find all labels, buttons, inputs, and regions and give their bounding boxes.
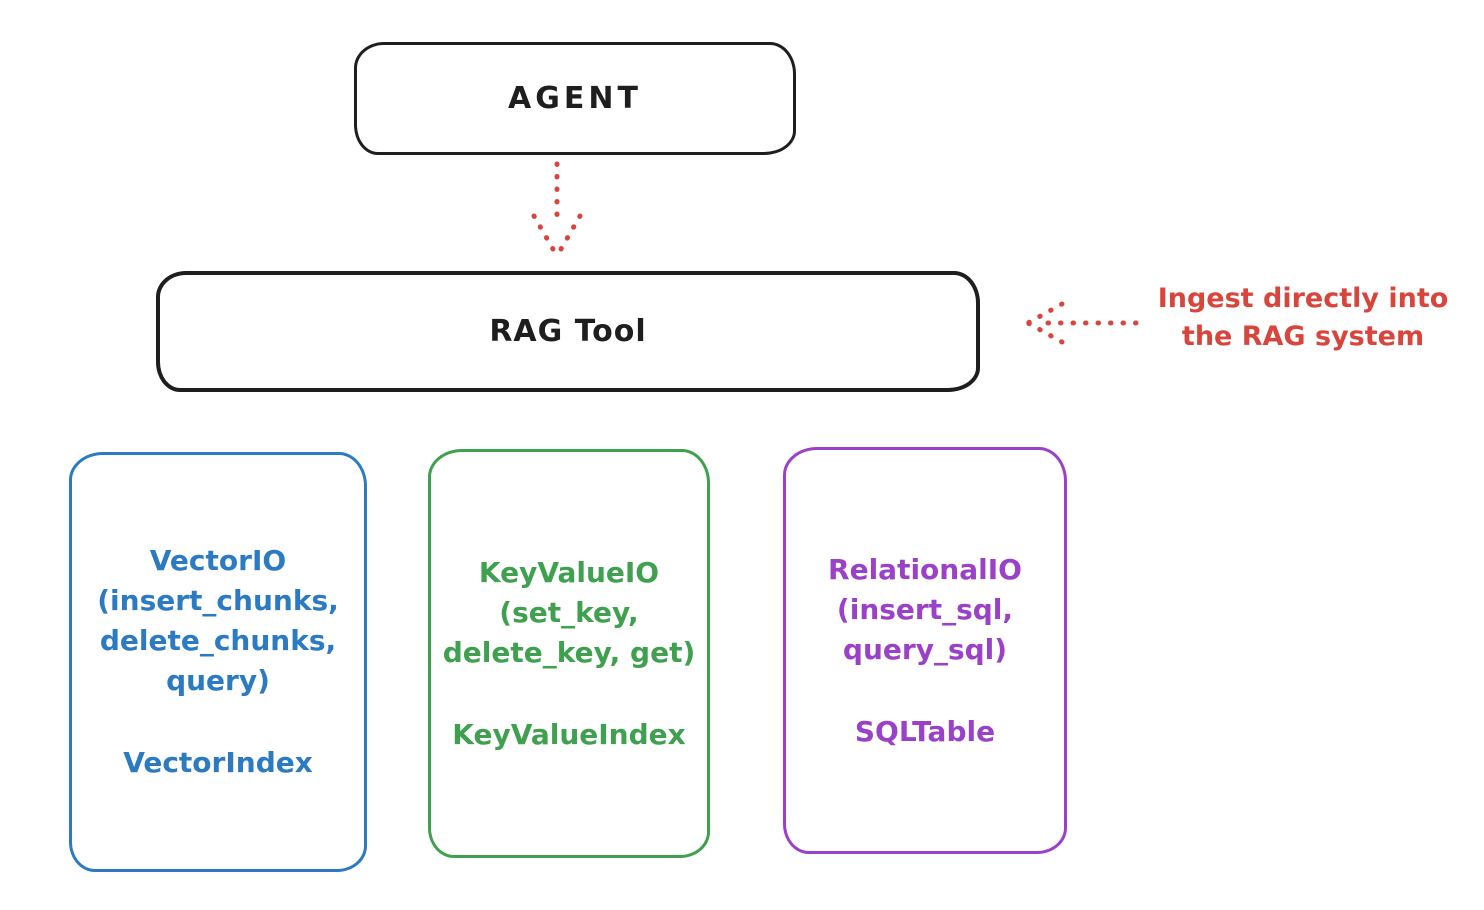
relational-io-box: RelationalIO (insert_sql, query_sql) SQL… [783, 447, 1067, 854]
ingest-annotation-text: Ingest directly into the RAG system [1157, 283, 1449, 352]
keyvalue-io-index-label: KeyValueIndex [452, 717, 686, 751]
agent-box-label: AGENT [508, 81, 642, 116]
agent-to-ragtool-arrow [531, 161, 583, 259]
rag-tool-box-label: RAG Tool [489, 314, 647, 349]
relational-io-methods: RelationalIO (insert_sql, query_sql) [828, 552, 1022, 666]
ingest-annotation-arrow [1025, 301, 1139, 345]
agent-box: AGENT [354, 42, 796, 155]
vector-io-index-label: VectorIndex [123, 746, 313, 779]
keyvalue-io-methods: KeyValueIO (set_key, delete_key, get) [442, 555, 696, 669]
vector-io-methods: VectorIO (insert_chunks, delete_chunks, … [97, 544, 339, 697]
keyvalue-io-box: KeyValueIO (set_key, delete_key, get) Ke… [428, 449, 710, 858]
relational-io-index-label: SQLTable [854, 714, 996, 748]
rag-tool-box: RAG Tool [156, 271, 980, 392]
vector-io-box: VectorIO (insert_chunks, delete_chunks, … [69, 452, 367, 872]
